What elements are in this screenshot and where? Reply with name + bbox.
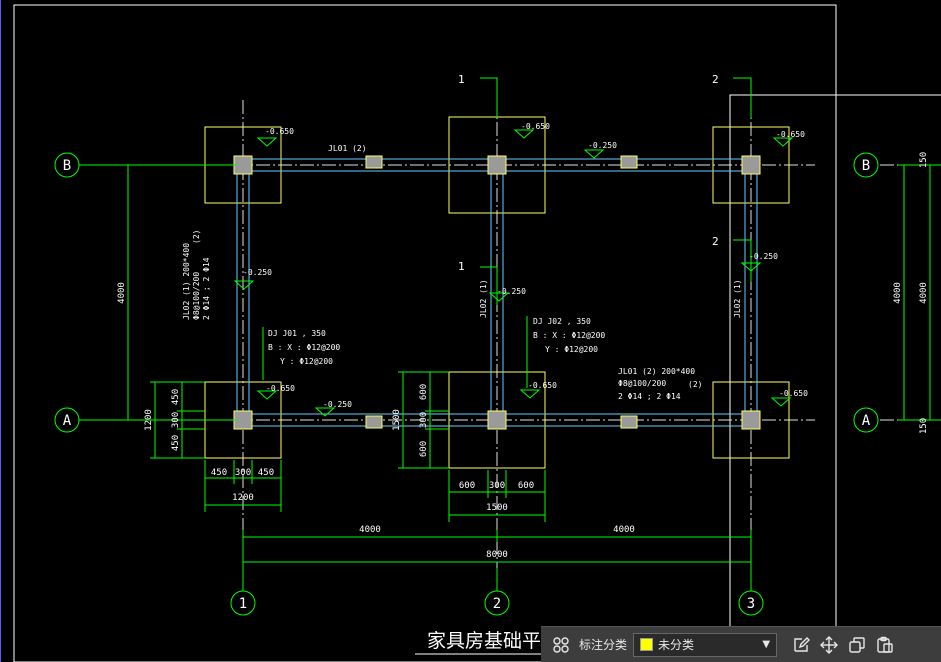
dimension-text: 450 [171,435,181,451]
beam-label-jl02-left: JL02 (1) 200*400 [182,243,191,320]
beam-label-jl01-bottom: JL01 (2) 200*400 [618,367,695,376]
annotation-category-select[interactable]: 未分类 ▼ [633,632,778,657]
chevron-down-icon: ▼ [762,639,771,650]
paste-icon[interactable] [871,631,899,659]
dimension-text: 4000 [117,282,127,304]
columns [233,155,761,430]
footing-label-dj01-y: Y : Φ12@200 [280,357,333,366]
section-mark-1-top: 1 [458,73,465,86]
grid-label-3: 3 [747,596,755,612]
section-mark-1-mid: 1 [458,260,465,273]
footing-label-dj02: DJ J02 , 350 [533,317,591,326]
section-mark-2-mid: 2 [712,235,719,248]
beam-label-jl01-stirrup: Φ8@100/200 [618,379,666,388]
annotation-category-label: 标注分类 [579,638,628,652]
elevation-text: -0.650 [779,389,808,398]
dimension-text: 600 [459,481,475,491]
grid-label-b-right: B [862,158,870,174]
beam-label-jl01-top: JL01 (2) [328,144,367,153]
dimension-text: 1500 [392,409,402,431]
copy-icon[interactable] [843,631,871,659]
adjacent-sheet-frame [729,94,941,662]
footing-label-dj02-x: B : X : Φ12@200 [533,331,605,340]
dimension-text: 1200 [144,409,154,431]
dimension-text: 300 [171,412,181,428]
edit-icon[interactable] [787,631,815,659]
grid-label-a-right: A [862,413,871,429]
footing-label-dj02-y: Y : Φ12@200 [545,345,598,354]
elevation-text: -0.250 [588,141,617,150]
axis-lines [80,100,941,590]
beam-label-jl02-left-span: (2) [192,230,201,244]
footing-a2 [448,371,546,469]
elevation-text: -0.650 [521,122,550,131]
move-icon[interactable] [815,631,843,659]
elevation-text: -0.650 [776,130,805,139]
dimension-text: 8000 [486,550,508,560]
dimension-text: 300 [419,412,429,428]
footing-label-dj01: DJ J01 , 350 [268,329,326,338]
dimension-text: 600 [518,481,534,491]
grid-label-b-left: B [63,158,71,174]
sheet-frame [13,4,837,662]
grid-label-a-left: A [63,413,72,429]
beam-label-jl01-rebar: 2 Φ14 ; 2 Φ14 [618,392,681,401]
dimension-text: 4000 [919,282,929,304]
grid-label-2: 2 [493,596,501,612]
dimension-lines [122,164,941,568]
elevation-text: -0.650 [266,384,295,393]
footing-b3 [712,126,790,204]
elevation-text: -0.250 [749,252,778,261]
dimension-text: 1200 [232,493,254,503]
dimension-text: 600 [419,384,429,400]
category-select-value: 未分类 [658,638,695,652]
elevation-text: -0.250 [497,287,526,296]
section-mark-2-top: 2 [712,73,719,86]
dimension-text: 300 [235,468,251,478]
beam-label-jl02-mid: JL02 (1) [479,279,488,318]
beam-label-jl02-right: JL02 (1) [733,279,742,318]
grid-label-1: 1 [239,596,247,612]
beam-label-jl02-left-stirrup: Φ8@100/200 [192,272,201,320]
dimension-text: 300 [489,481,505,491]
dimension-text: 450 [171,389,181,405]
elevation-text: -0.650 [528,381,557,390]
dimension-text: 150 [919,418,929,434]
section-marks [262,77,752,388]
dimension-text: 450 [211,468,227,478]
elevation-markers [233,129,794,417]
footing-a3 [712,381,790,459]
dimension-text: 1500 [486,503,508,513]
annotation-toolbar: 标注分类 未分类 ▼ [541,626,941,662]
footing-label-dj01-x: B : X : Φ12@200 [268,343,340,352]
dimension-text: 600 [419,441,429,457]
elevation-text: -0.250 [243,268,272,277]
dimension-text: 4000 [359,525,381,535]
drawing-title: 家具房基础平面 [427,630,560,652]
grid-bubbles [54,152,879,616]
beam-label-jl02-left-rebar: 2 Φ14 ; 2 Φ14 [202,257,211,320]
elevation-text: -0.650 [265,127,294,136]
grid-apps-icon[interactable] [547,631,575,659]
dimension-text: 150 [919,152,929,168]
dimension-text: 4000 [613,525,635,535]
category-color-swatch [640,638,654,651]
elevation-text: -0.250 [323,400,352,409]
beam-label-jl01-span: (2) [688,380,702,389]
dimension-text: 450 [258,468,274,478]
dimension-text: 4000 [893,282,903,304]
